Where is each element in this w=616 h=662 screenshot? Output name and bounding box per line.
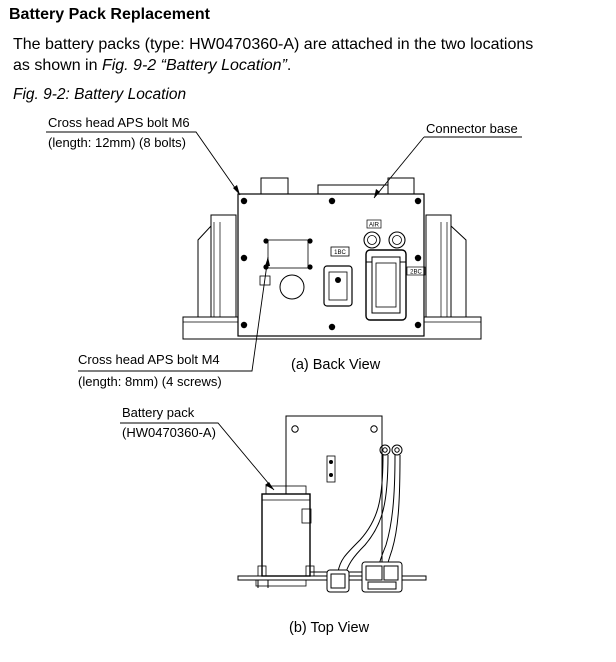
air-marking: AIR [369,223,380,229]
intro-line-2: as shown in Fig. 9-2 “Battery Location”. [13,57,291,75]
battery-pack-icon [257,485,315,577]
connector-base-label: Connector base [426,121,518,136]
figure-reference-link[interactable]: Fig. 9-2 “Battery Location” [101,57,287,74]
top-view-callout-line [120,422,275,491]
back-view-caption: (a) Back View [291,357,381,373]
intro-line-1: The battery packs (type: HW0470360-A) ar… [13,36,534,53]
top-view-drawing [237,415,427,593]
m4-screw-icons [263,238,313,270]
air-fitting-icons [363,231,406,249]
connector-1bc-marking: 1BC [334,250,346,256]
bolt-m6-label: Cross head APS bolt M6 [48,115,190,130]
connector-2bc-marking: 2BC [410,270,422,276]
bolt-m6-spec: (length: 12mm) (8 bolts) [48,135,186,150]
section-heading: Battery Pack Replacement [9,6,210,23]
m6-bolt-icons [240,197,422,331]
top-view-caption: (b) Top View [289,620,370,636]
connector-base-icon [365,249,407,321]
back-view-callout-lines [46,131,522,372]
connector-1bc-icon [323,265,353,307]
back-view-drawing: AIR 1BC 2BC [182,177,482,340]
bolt-m4-label: Cross head APS bolt M4 [78,352,220,367]
intro-prefix: as shown in [13,57,102,74]
figure-caption: Fig. 9-2: Battery Location [13,86,187,103]
battery-pack-type: (HW0470360-A) [122,425,216,440]
intro-suffix: . [286,57,292,74]
bolt-m4-spec: (length: 8mm) (4 screws) [78,374,222,389]
battery-pack-label: Battery pack [122,405,195,420]
top-connectors [326,561,403,593]
